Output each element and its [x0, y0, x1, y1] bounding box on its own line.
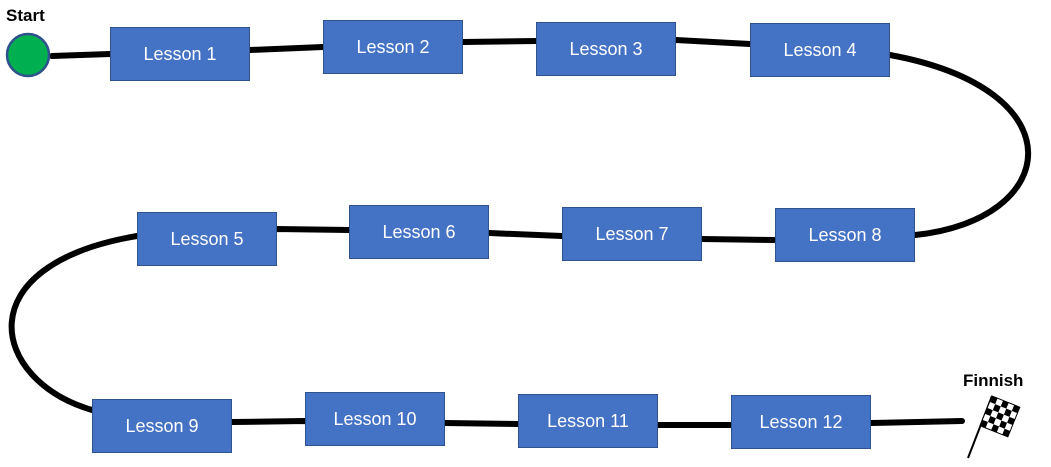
lesson-box-8: Lesson 8 — [775, 208, 915, 262]
lesson-box-12: Lesson 12 — [731, 395, 871, 449]
lesson-box-1: Lesson 1 — [110, 27, 250, 81]
checkered-flag-icon — [967, 395, 1021, 459]
lesson-box-11: Lesson 11 — [518, 394, 658, 448]
lesson-box-10: Lesson 10 — [305, 392, 445, 446]
start-label: Start — [6, 6, 45, 25]
lesson-box-5: Lesson 5 — [137, 212, 277, 266]
lesson-box-4: Lesson 4 — [750, 23, 890, 77]
start-marker — [5, 32, 51, 78]
finish-label: Finnish — [963, 371, 1024, 390]
lesson-box-2: Lesson 2 — [323, 20, 463, 74]
lesson-box-6: Lesson 6 — [349, 205, 489, 259]
lesson-box-3: Lesson 3 — [536, 22, 676, 76]
lesson-box-7: Lesson 7 — [562, 207, 702, 261]
lesson-box-9: Lesson 9 — [92, 399, 232, 453]
